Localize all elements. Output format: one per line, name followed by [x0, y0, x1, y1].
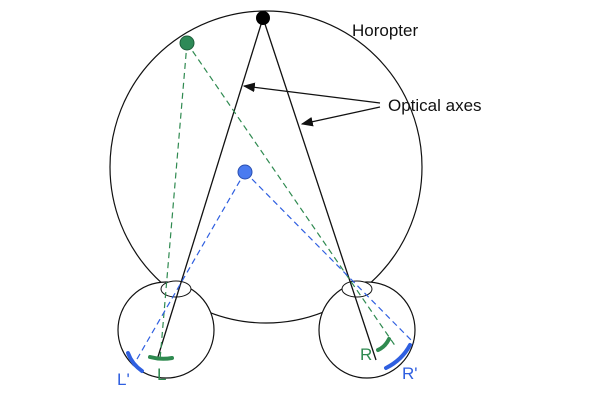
left-retina-blue-arc [126, 351, 144, 373]
right-eye [318, 281, 416, 379]
right-eye-point-prime-label: R' [402, 364, 418, 383]
right-retina-blue-arc [384, 343, 412, 370]
green-point [179, 35, 195, 51]
horopter-label: Horopter [352, 21, 419, 40]
horopter-circle [109, 10, 423, 324]
left-optical-axis [156, 17, 264, 361]
optical-axes-label: Optical axes [388, 96, 482, 115]
blue-right-line [244, 171, 415, 344]
green-left-line [159, 42, 188, 361]
optical-axes-arrow-lower [300, 106, 381, 127]
left-eye-point-label: L [157, 365, 167, 384]
left-eye-point-prime-label: L' [117, 370, 130, 389]
right-eye-lens [341, 280, 373, 298]
right-eye-point-label: R [360, 345, 373, 364]
optical-axes-arrow-upper [242, 82, 381, 104]
green-right-line [186, 42, 397, 348]
right-retina-green-arc [376, 337, 391, 352]
left-retina-green-arc [148, 355, 174, 361]
fixation-point-black [256, 11, 270, 25]
blue-left-line [132, 171, 246, 367]
right-optical-axis [262, 17, 377, 361]
blue-point [237, 164, 253, 180]
